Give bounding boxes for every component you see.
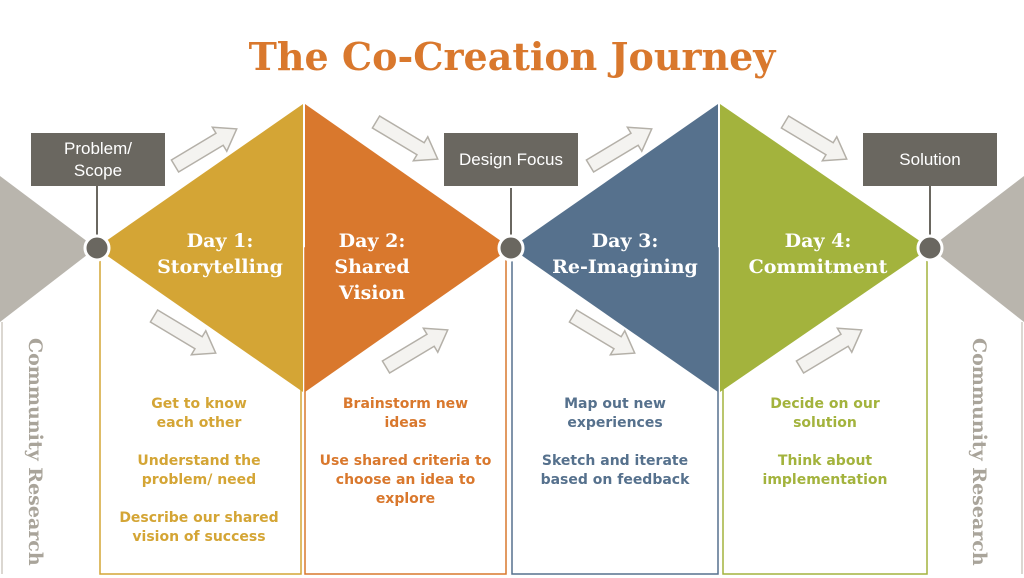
day1-title: Day 1: Storytelling — [157, 230, 283, 278]
day4-activity: Think about implementation — [762, 453, 888, 488]
day4-activity: Decide on our solution — [770, 396, 880, 431]
day1-activities: Get to know each other Understand the pr… — [104, 395, 294, 566]
right-wedge — [930, 176, 1024, 322]
day4-triangle — [720, 104, 930, 392]
side-label-left: Community Research — [24, 338, 46, 566]
day4-activities: Decide on our solution Think about imple… — [727, 395, 923, 509]
day3-triangle — [511, 104, 718, 392]
day2-title: Day 2: Shared Vision — [334, 230, 410, 304]
day2-activity: Use shared criteria to choose an idea to… — [319, 453, 492, 507]
day3-title: Day 3: Re-Imagining — [552, 230, 698, 278]
day3-activities: Map out new experiences Sketch and itera… — [516, 395, 714, 509]
day1-activity: Get to know each other — [151, 396, 247, 431]
day1-activity: Describe our shared vision of success — [119, 510, 279, 545]
milestone-problem — [83, 234, 111, 262]
day4-title: Day 4: Commitment — [748, 230, 888, 278]
left-wedge — [0, 176, 96, 322]
solution-label: Solution — [863, 133, 997, 186]
day3-activity: Map out new experiences — [564, 396, 666, 431]
day1-activity: Understand the problem/ need — [137, 453, 261, 488]
milestone-design — [497, 234, 525, 262]
day3-activity: Sketch and iterate based on feedback — [540, 453, 690, 488]
day2-triangle — [305, 104, 511, 392]
day2-activities: Brainstorm new ideas Use shared criteria… — [309, 395, 502, 528]
problem-scope-label: Problem/ Scope — [31, 133, 165, 186]
milestone-solution — [916, 234, 944, 262]
day1-triangle — [96, 104, 303, 392]
day2-activity: Brainstorm new ideas — [342, 396, 469, 431]
design-focus-label: Design Focus — [444, 133, 578, 186]
side-label-right: Community Research — [968, 338, 990, 566]
page-title: The Co-Creation Journey — [248, 34, 776, 79]
